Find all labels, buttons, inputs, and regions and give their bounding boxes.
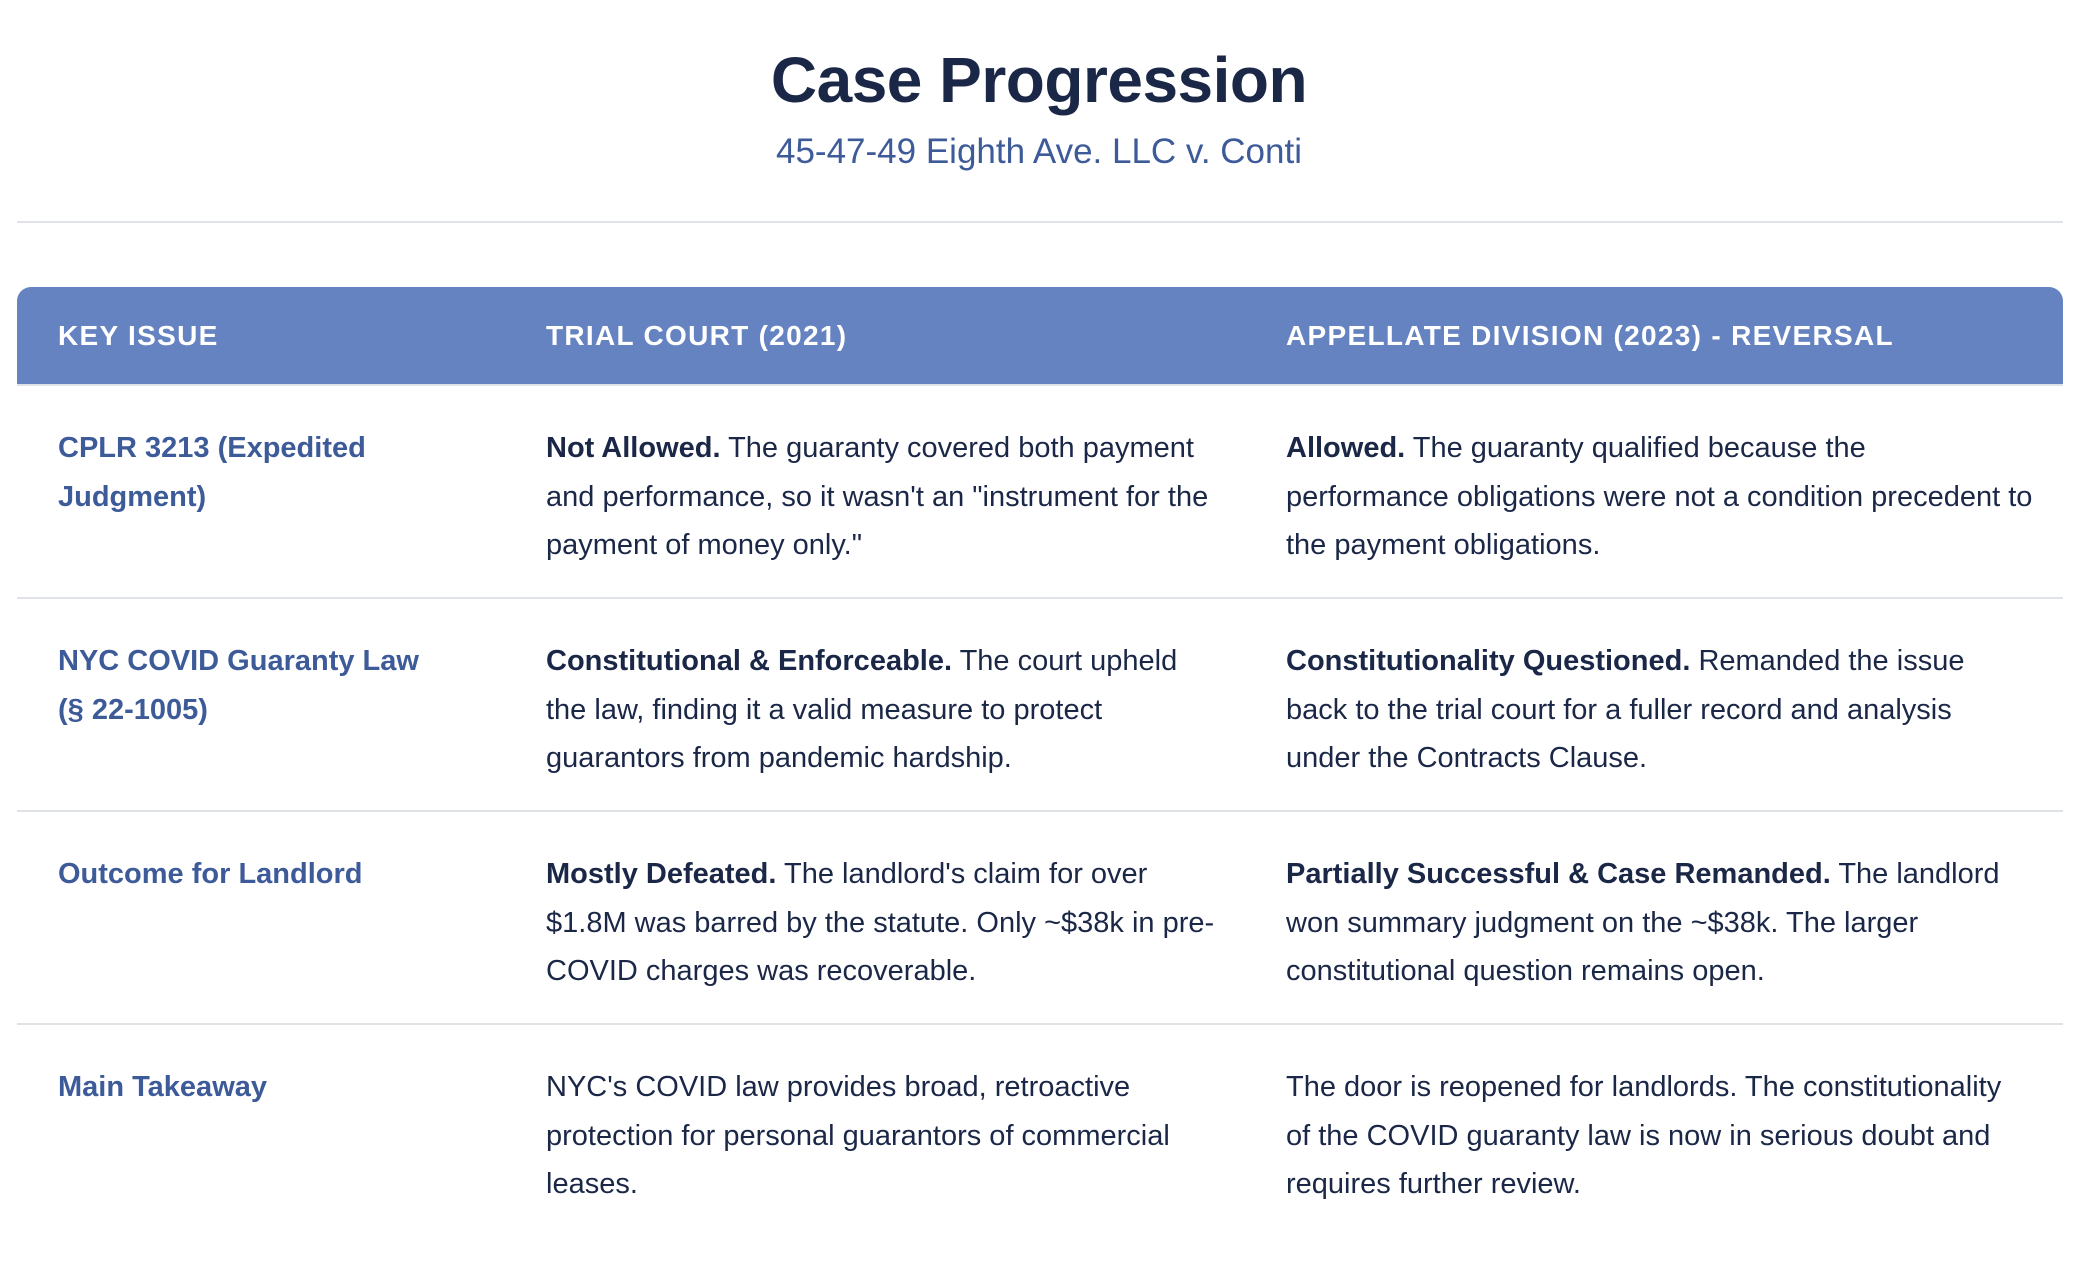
table-row: NYC COVID Guaranty Law (§ 22-1005) Const… bbox=[17, 599, 2063, 812]
trial-court-cell: Mostly Defeated. The landlord's claim fo… bbox=[505, 850, 1245, 1023]
trial-ruling-text: NYC's COVID law provides broad, retroact… bbox=[546, 1071, 1170, 1200]
appellate-cell: Constitutionality Questioned. Remanded t… bbox=[1245, 637, 2063, 810]
trial-court-cell: Not Allowed. The guaranty covered both p… bbox=[505, 424, 1245, 597]
table-row: Main Takeaway NYC's COVID law provides b… bbox=[17, 1025, 2063, 1238]
header-divider bbox=[17, 221, 2063, 223]
table-row: CPLR 3213 (Expedited Judgment) Not Allow… bbox=[17, 386, 2063, 599]
table-row: Outcome for Landlord Mostly Defeated. Th… bbox=[17, 812, 2063, 1025]
column-header-key-issue: KEY ISSUE bbox=[58, 319, 219, 351]
appellate-ruling-lead: Partially Successful & Case Remanded. bbox=[1286, 858, 1831, 890]
comparison-table: KEY ISSUE TRIAL COURT (2021) APPELLATE D… bbox=[17, 287, 2063, 1238]
key-issue-cell: Main Takeaway bbox=[58, 1071, 268, 1103]
appellate-cell: Partially Successful & Case Remanded. Th… bbox=[1245, 850, 2063, 1023]
key-issue-cell: CPLR 3213 (Expedited Judgment) bbox=[58, 432, 366, 513]
page-title: Case Progression bbox=[770, 44, 1308, 116]
trial-ruling-lead: Not Allowed. bbox=[546, 432, 721, 464]
trial-court-cell: Constitutional & Enforceable. The court … bbox=[505, 637, 1245, 810]
column-header-trial-court: TRIAL COURT (2021) bbox=[546, 319, 848, 351]
trial-ruling-text: The landlord's claim for over $1.8M was … bbox=[546, 858, 1215, 987]
key-issue-cell: Outcome for Landlord bbox=[58, 858, 363, 890]
appellate-ruling-lead: Constitutionality Questioned. bbox=[1286, 645, 1691, 677]
key-issue-cell: NYC COVID Guaranty Law (§ 22-1005) bbox=[58, 645, 419, 726]
appellate-cell: Allowed. The guaranty qualified because … bbox=[1245, 424, 2063, 597]
case-subtitle: 45-47-49 Eighth Ave. LLC v. Conti bbox=[776, 132, 1302, 171]
trial-ruling-text: The guaranty covered both payment and pe… bbox=[546, 432, 1209, 561]
appellate-ruling-text: The guaranty qualified because the perfo… bbox=[1286, 432, 2033, 561]
appellate-ruling-lead: Allowed. bbox=[1286, 432, 1406, 464]
trial-ruling-lead: Constitutional & Enforceable. bbox=[546, 645, 953, 677]
column-header-appellate-division: APPELLATE DIVISION (2023) - REVERSAL bbox=[1286, 319, 1894, 351]
appellate-cell: The door is reopened for landlords. The … bbox=[1245, 1063, 2063, 1238]
trial-ruling-lead: Mostly Defeated. bbox=[546, 858, 777, 890]
appellate-ruling-text: Remanded the issue back to the trial cou… bbox=[1286, 645, 1965, 774]
trial-ruling-text: The court upheld the law, finding it a v… bbox=[546, 645, 1178, 774]
appellate-ruling-text: The landlord won summary judgment on the… bbox=[1286, 858, 2000, 987]
appellate-ruling-text: The door is reopened for landlords. The … bbox=[1286, 1071, 2002, 1200]
table-header: KEY ISSUE TRIAL COURT (2021) APPELLATE D… bbox=[17, 287, 2063, 386]
trial-court-cell: NYC's COVID law provides broad, retroact… bbox=[505, 1063, 1245, 1238]
